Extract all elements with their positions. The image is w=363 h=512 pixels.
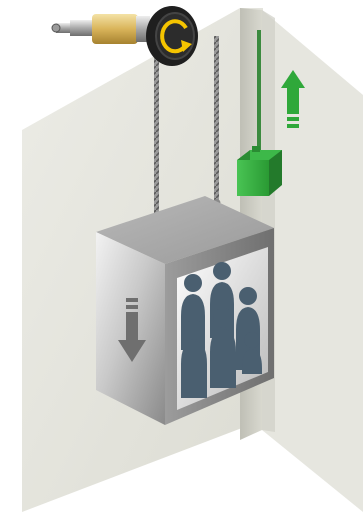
passenger-figure xyxy=(210,308,236,388)
traction-sheave xyxy=(146,6,198,66)
electric-motor xyxy=(52,14,150,44)
car-rope-right xyxy=(214,36,219,200)
passenger-figure xyxy=(181,320,207,398)
car-rope-left xyxy=(154,58,159,236)
counterweight-rope xyxy=(257,30,261,150)
